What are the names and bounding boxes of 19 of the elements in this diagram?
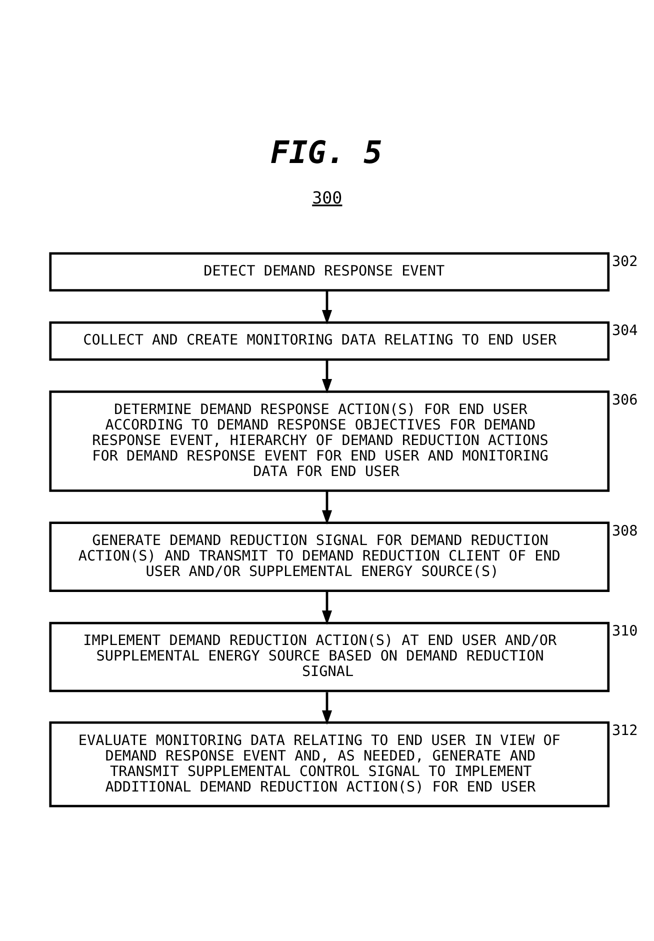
- arrow: [322, 290, 332, 324]
- node-box: DETECT DEMAND RESPONSE EVENT: [49, 252, 610, 292]
- arrow: [322, 490, 332, 524]
- node-box: COLLECT AND CREATE MONITORING DATA RELATING TO END USER: [49, 320, 610, 360]
- node-label: 308: [612, 523, 638, 540]
- node-box: IMPLEMENT DEMAND REDUCTION ACTION(S) AT END USER AND/OR SUPPLEMENTAL ENERGY SOURCE BASED ON DEMAND REDUCTION SIGNAL: [49, 621, 610, 692]
- arrow: [322, 591, 332, 624]
- node-box: DETERMINE DEMAND RESPONSE ACTION(S) FOR END USER ACCORDING TO DEMAND RESPONSE OBJECTIVES FOR DEMAND RESPONSE EVENT, HIERARCHY OF DEMAND REDUCTION ACTIONS FOR DEMAND RESPONSE EVENT FOR END USER AND MONITORING DATA FOR END USER: [49, 390, 610, 492]
- diagram-title: FIG. 5: [270, 134, 382, 171]
- node-box: EVALUATE MONITORING DATA RELATING TO END USER IN VIEW OF DEMAND RESPONSE EVENT AND, AS NEEDED, GENERATE AND TRANSMIT SUPPLEMENTAL CONTROL SIGNAL TO IMPLEMENT ADDITIONAL DEMAND REDUCTION ACTION(S) FOR END USER: [49, 720, 610, 807]
- node-label: 306: [612, 392, 638, 408]
- node-box: GENERATE DEMAND REDUCTION SIGNAL FOR DEMAND REDUCTION ACTION(S) AND TRANSMIT TO DEMAND REDUCTION CLIENT OF END USER AND/OR SUPPLEMENTAL ENERGY SOURCE(S): [49, 521, 610, 592]
- node-label: 312: [612, 722, 638, 739]
- node-label: 304: [612, 322, 638, 339]
- node-label: 302: [612, 254, 638, 270]
- arrow: [322, 692, 332, 724]
- label: 300: [312, 188, 342, 208]
- node-label: 310: [612, 623, 638, 640]
- arrow: [322, 360, 332, 393]
